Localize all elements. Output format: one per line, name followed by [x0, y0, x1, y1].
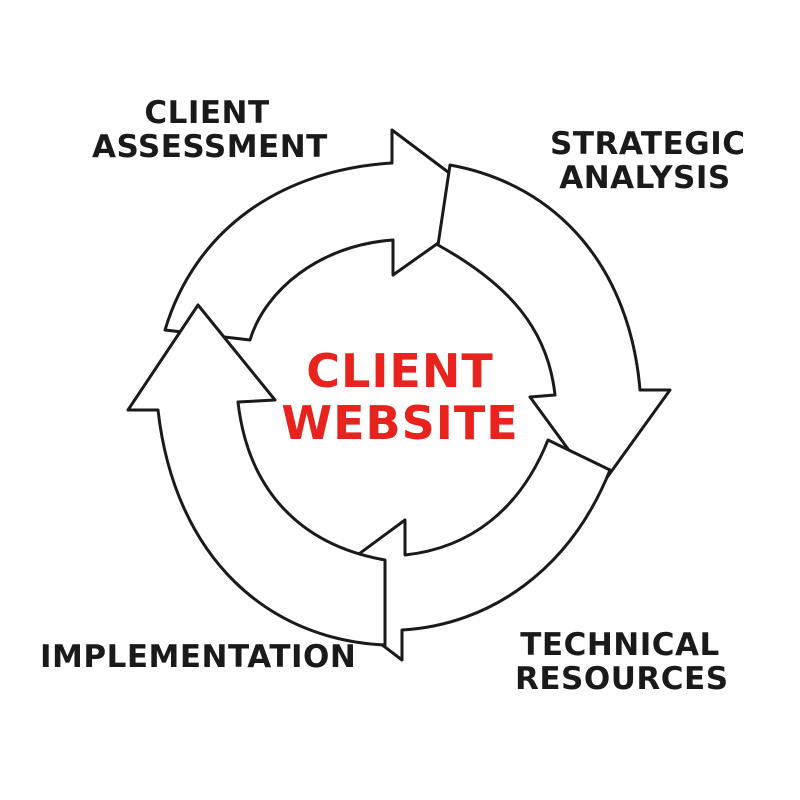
stage-strategic-analysis: STRATEGIC ANALYSIS [550, 126, 746, 196]
stage-technical-resources: TECHNICAL RESOURCES [515, 627, 729, 697]
center-title: CLIENT WEBSITE [250, 345, 550, 449]
center-title-line1: CLIENT [306, 344, 494, 398]
stage-implementation-line1: IMPLEMENTATION [40, 639, 357, 675]
arrow-assessment-to-analysis [163, 128, 494, 342]
stage-technical-resources-line1: TECHNICAL [520, 627, 720, 663]
arrow-analysis-to-resources [436, 163, 672, 492]
stage-client-assessment: CLIENT ASSESSMENT [92, 95, 328, 165]
stage-strategic-analysis-line2: ANALYSIS [559, 160, 731, 196]
stage-client-assessment-line1: CLIENT [144, 95, 270, 131]
stage-client-assessment-line2: ASSESSMENT [92, 129, 328, 165]
arrow-implementation-to-assessment [126, 303, 387, 647]
stage-strategic-analysis-line1: STRATEGIC [550, 126, 746, 162]
stage-technical-resources-line2: RESOURCES [515, 661, 729, 697]
center-title-line2: WEBSITE [281, 396, 519, 450]
stage-implementation: IMPLEMENTATION [40, 639, 357, 675]
